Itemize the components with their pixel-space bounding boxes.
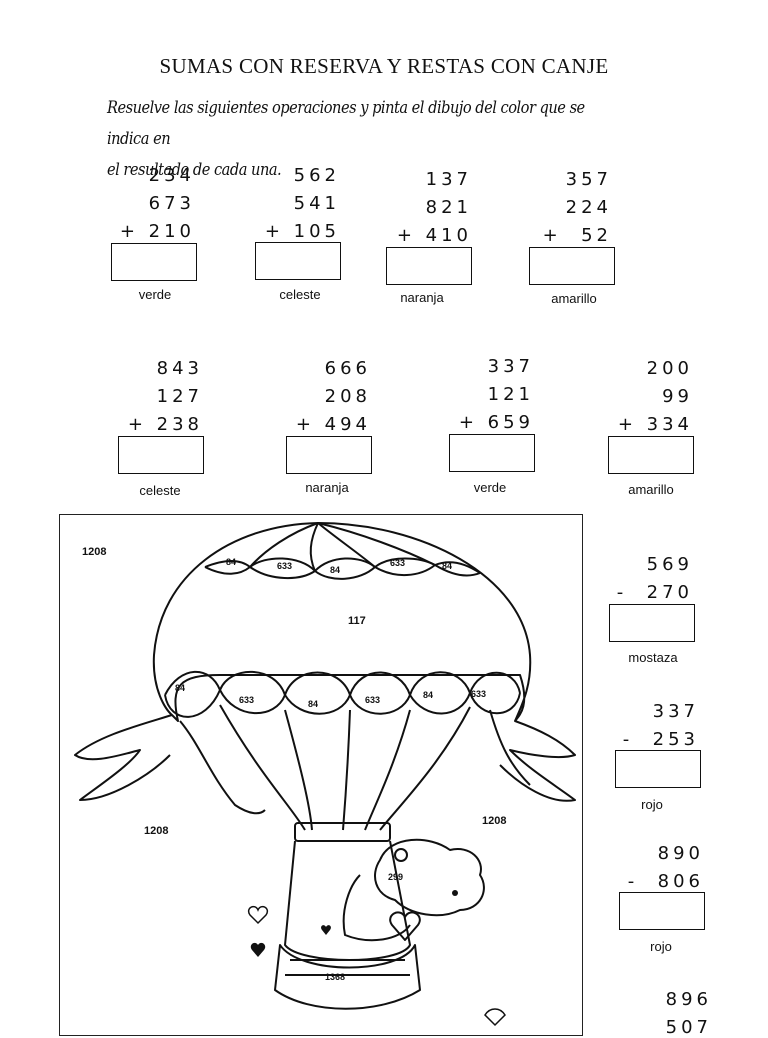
answer-box[interactable]	[255, 242, 341, 280]
region-number: 1208	[144, 825, 169, 837]
addend: 821	[425, 197, 472, 218]
region-number: 84	[423, 690, 434, 700]
answer-box[interactable]	[619, 892, 705, 930]
addend: 337	[487, 356, 534, 377]
subtrahend: - 806	[627, 871, 704, 892]
addend: 137	[425, 169, 472, 190]
color-label: verde	[473, 480, 507, 495]
region-number: 84	[308, 699, 319, 709]
addend: + 52	[542, 225, 612, 246]
color-label: amarillo	[551, 291, 597, 306]
region-number: 1368	[325, 972, 346, 982]
color-label: rojo	[641, 797, 663, 812]
subtrahend: 507	[665, 1017, 712, 1038]
color-label: naranja	[400, 290, 444, 305]
color-label: celeste	[139, 483, 181, 498]
addend: + 105	[264, 221, 340, 242]
answer-box[interactable]	[286, 436, 372, 474]
instructions-line-1: Resuelve las siguientes operaciones y pi…	[107, 98, 585, 149]
region-number: 633	[277, 561, 293, 571]
addend: 127	[156, 386, 203, 407]
subtrahend: - 253	[622, 729, 699, 750]
addend: 208	[324, 386, 371, 407]
instructions-line-2: el resultado de cada una.	[107, 160, 282, 180]
answer-box[interactable]	[386, 247, 472, 285]
region-number: 84	[442, 561, 453, 571]
region-number: 633	[365, 695, 381, 705]
page-title: SUMAS CON RESERVA Y RESTAS CON CANJE	[159, 54, 609, 78]
addend: 673	[148, 193, 195, 214]
region-number: 84	[330, 565, 341, 575]
addend: 357	[565, 169, 612, 190]
answer-box[interactable]	[529, 247, 615, 285]
instructions: Resuelve las siguientes operaciones y pi…	[107, 93, 589, 186]
addend: 562	[293, 165, 340, 186]
color-label: mostaza	[628, 650, 678, 665]
answer-box[interactable]	[615, 750, 701, 788]
region-number: 1208	[82, 546, 107, 558]
region-number: 633	[471, 689, 487, 699]
color-label: celeste	[279, 287, 321, 302]
addend: 224	[565, 197, 612, 218]
color-label: naranja	[305, 480, 349, 495]
addend: 541	[293, 193, 340, 214]
addend: 843	[156, 358, 203, 379]
answer-box[interactable]	[608, 436, 694, 474]
minuend: 569	[646, 554, 693, 575]
addend: 121	[487, 384, 534, 405]
subtrahend: - 270	[616, 582, 693, 603]
color-label: amarillo	[628, 482, 674, 497]
region-number: 633	[239, 695, 255, 705]
addend: + 410	[396, 225, 472, 246]
addend: + 210	[119, 221, 195, 242]
addend: 200	[646, 358, 693, 379]
answer-box[interactable]	[449, 434, 535, 472]
minuend: 337	[652, 701, 699, 722]
color-label: verde	[138, 287, 172, 302]
addend: 234	[148, 165, 195, 186]
region-number: 84	[226, 557, 237, 567]
region-number: 117	[348, 615, 366, 627]
addend: 99	[662, 386, 693, 407]
addend: + 238	[127, 414, 203, 435]
color-label: rojo	[650, 939, 672, 954]
answer-box[interactable]	[609, 604, 695, 642]
addend: + 334	[617, 414, 693, 435]
region-number: 84	[175, 683, 186, 693]
addend: + 494	[295, 414, 371, 435]
minuend: 896	[665, 989, 712, 1010]
minuend: 890	[657, 843, 704, 864]
answer-box[interactable]	[118, 436, 204, 474]
region-number: 633	[390, 558, 406, 568]
answer-box[interactable]	[111, 243, 197, 281]
region-number: 1208	[482, 815, 507, 827]
coloring-picture: 1208 1208 1208 117 299 1368 84 633 84 63…	[59, 514, 583, 1036]
addend: 666	[324, 358, 371, 379]
hot-air-balloon-drawing	[74, 522, 576, 1027]
region-number: 299	[388, 872, 404, 882]
addend: + 659	[458, 412, 534, 433]
